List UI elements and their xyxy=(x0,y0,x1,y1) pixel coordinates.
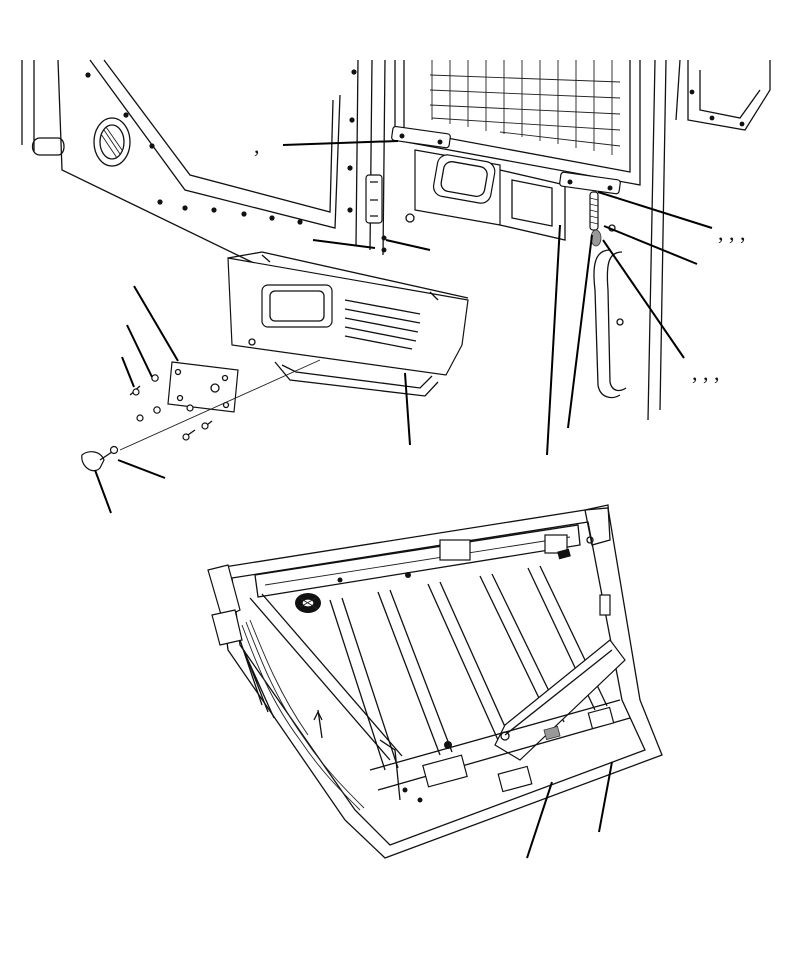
upper-leader-lines xyxy=(94,140,713,514)
grille xyxy=(429,60,621,155)
grille-panel xyxy=(391,59,771,421)
cab-side-panel xyxy=(21,59,415,301)
lamp-housing xyxy=(414,149,566,241)
lower-leader-lines xyxy=(526,761,613,859)
callout-label-upper-left: , xyxy=(254,133,260,158)
louvre-slots xyxy=(344,299,421,350)
lower-cover-panel xyxy=(227,251,469,397)
wiring-harness xyxy=(239,619,365,811)
grab-handle xyxy=(593,249,627,399)
cover-plate-hardware xyxy=(81,359,321,472)
reel xyxy=(295,593,321,613)
callout-label-upper-right-top: , , , xyxy=(718,220,746,245)
callout-label-upper-right-bottom: , , , xyxy=(692,360,720,385)
thumb-knob xyxy=(81,445,119,472)
floor-frame-assembly xyxy=(207,504,663,859)
round-port xyxy=(93,117,131,167)
latch-spring xyxy=(589,191,616,247)
door-hinge xyxy=(365,174,415,253)
panel-bolts xyxy=(85,69,357,225)
